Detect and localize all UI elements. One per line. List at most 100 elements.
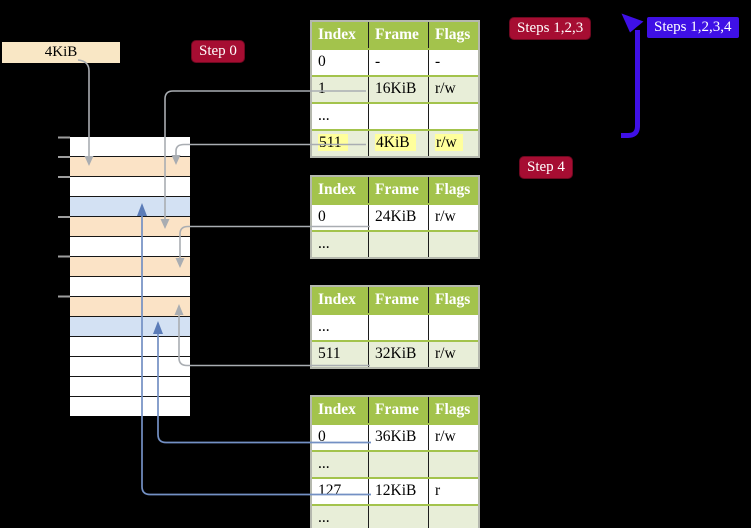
table-cell (428, 104, 478, 129)
table-cell: r/w (428, 425, 478, 450)
memory-frame-row-11-white (70, 356, 190, 376)
table-cell: 16KiB (368, 77, 428, 102)
table-cell: ... (312, 452, 368, 477)
memory-frame-row-12-white (70, 376, 190, 396)
page-table-level-2-row-0: 0 24KiB r/w (312, 203, 478, 230)
column-header-index: Index (318, 26, 356, 43)
cell-text: 1 (318, 80, 326, 97)
table-cell: r/w (428, 131, 478, 156)
table-cell (368, 104, 428, 129)
memory-frame-row-0-white (70, 137, 190, 156)
table-cell: 511 (312, 131, 368, 156)
table-cell: 0 (312, 425, 368, 450)
cell-text: - (435, 53, 441, 70)
cell-text: r/w (435, 345, 456, 362)
table-cell: 4KiB (368, 131, 428, 156)
cell-text: ... (318, 235, 330, 252)
table-cell (368, 315, 428, 340)
table-cell: 32KiB (368, 342, 428, 367)
column-header-flags: Flags (428, 22, 478, 48)
cell-text: r/w (435, 428, 456, 445)
root-table-address-label: 4KiB (2, 42, 120, 63)
cell-text: r/w (435, 208, 456, 225)
cell-text: 0 (318, 208, 326, 225)
table-cell (428, 232, 478, 257)
memory-frame-row-5-white (70, 236, 190, 256)
address-tick-marks (58, 136, 70, 298)
cell-text: 24KiB (375, 208, 417, 225)
table-cell: 12KiB (368, 479, 428, 504)
table-cell: r (428, 479, 478, 504)
table-cell: r/w (428, 205, 478, 230)
column-header-index: Index (318, 291, 356, 308)
column-header-index: Index (318, 401, 356, 418)
cell-text: 36KiB (375, 428, 417, 445)
table-cell: ... (312, 506, 368, 528)
root-table-address-text: 4KiB (44, 44, 78, 60)
cell-text: 32KiB (375, 345, 417, 362)
highlighted-cell-text: 511 (318, 134, 348, 151)
memory-frame-row-1-orange (70, 156, 190, 176)
memory-frame-row-10-white (70, 336, 190, 356)
cell-text: 12KiB (375, 482, 417, 499)
table-cell: 24KiB (368, 205, 428, 230)
cell-text: 16KiB (375, 80, 417, 97)
table-cell (368, 452, 428, 477)
table-cell (428, 506, 478, 528)
table-cell (368, 232, 428, 257)
table-cell: - (368, 50, 428, 75)
cell-text: 127 (318, 482, 342, 499)
table-cell: 0 (312, 50, 368, 75)
step-4-badge: Step 4 (519, 156, 573, 179)
memory-frame-row-4-orange (70, 216, 190, 236)
cell-text: 0 (318, 428, 326, 445)
page-table-level-2-row-1: ... (312, 230, 478, 257)
page-table-level-4-row-0: 0 36KiB r/w (312, 423, 478, 450)
table-cell: 36KiB (368, 425, 428, 450)
column-header-index: Index (318, 181, 356, 198)
page-table-level-1-row-0: 0 -- (312, 48, 478, 75)
table-cell: 127 (312, 479, 368, 504)
page-table-level-4-row-1: ... (312, 450, 478, 477)
table-cell: 511 (312, 342, 368, 367)
table-cell: r/w (428, 342, 478, 367)
memory-frame-row-3-blue (70, 196, 190, 216)
table-cell (428, 452, 478, 477)
table-cell: ... (312, 104, 368, 129)
cell-text: ... (318, 318, 330, 335)
cell-text: 0 (318, 53, 326, 70)
table-cell: 1 (312, 77, 368, 102)
column-header-frame: Frame (368, 287, 428, 313)
memory-frame-row-9-blue (70, 316, 190, 336)
memory-frame-row-7-white (70, 276, 190, 296)
cell-text: ... (318, 509, 330, 526)
highlighted-cell-text: 4KiB (375, 134, 416, 151)
page-table-level-3-row-0: ... (312, 313, 478, 340)
column-header-flags: Flags (428, 287, 478, 313)
cell-text: ... (318, 455, 330, 472)
memory-frame-row-2-white (70, 176, 190, 196)
table-cell (368, 506, 428, 528)
table-cell: ... (312, 232, 368, 257)
highlighted-cell-text: r/w (435, 134, 463, 151)
steps-1234-badge: Steps 1,2,3,4 (647, 17, 739, 38)
step-0-badge: Step 0 (191, 40, 245, 63)
steps-123-badge: Steps 1,2,3 (509, 17, 592, 40)
cell-text: ... (318, 107, 330, 124)
memory-frame-row-8-orange (70, 296, 190, 316)
cell-text: r (435, 482, 441, 499)
memory-frame-row-6-orange (70, 256, 190, 276)
table-cell (428, 315, 478, 340)
page-table-level-3-row-1: 511 32KiB r/w (312, 340, 478, 367)
physical-memory-column (70, 137, 190, 416)
page-table-level-1-row-2: ... (312, 102, 478, 129)
